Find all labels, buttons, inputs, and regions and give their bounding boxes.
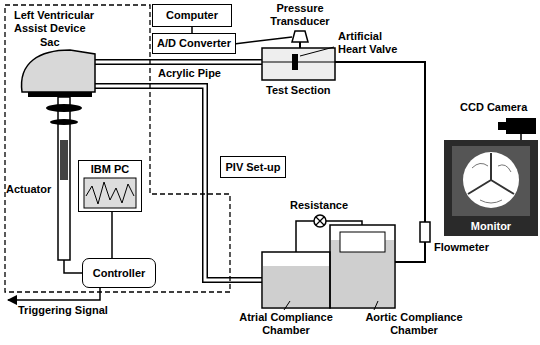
monitor-screen-area: [452, 146, 530, 216]
trigger-arrow: [8, 288, 100, 300]
box-label: IBM PC: [91, 163, 130, 176]
pc-screen: [84, 178, 136, 208]
part-label: CCD Camera: [460, 101, 527, 114]
computer-box: Computer: [152, 4, 232, 27]
piv-box: PIV Set-up: [220, 156, 286, 178]
part-label: Aortic Compliance Chamber: [358, 311, 470, 337]
actuator-disc: [50, 119, 78, 125]
actuator-disc: [46, 104, 82, 112]
signal-label: Triggering Signal: [18, 304, 108, 317]
part-label: Atrial Compliance Chamber: [236, 311, 336, 337]
valve-image: [463, 152, 519, 208]
box-label: Monitor: [471, 220, 511, 233]
dashed-outline-path: [5, 5, 230, 292]
part-label: Resistance: [290, 199, 348, 212]
transducer-stem: [299, 42, 301, 48]
resistance-line: [326, 221, 362, 225]
ccd-camera: [506, 118, 536, 134]
camera-lens: [498, 122, 506, 130]
flow-lines: [472, 163, 511, 203]
pressure-transducer: [292, 31, 308, 42]
test-section-box: [262, 48, 335, 80]
aortic-chamber: [330, 225, 395, 308]
part-label: Test Section: [266, 84, 331, 97]
valve-leaflets: [468, 153, 514, 194]
part-label: Flowmeter: [434, 241, 489, 254]
flowmeter-symbol: [420, 222, 430, 242]
sac-shape: [22, 50, 95, 92]
atrial-chamber: [262, 252, 330, 308]
box-label: Controller: [93, 267, 146, 280]
atrial-fluid: [263, 266, 329, 307]
connector-line: [111, 212, 113, 258]
pc-waveform: [86, 182, 134, 204]
actuator-rod: [60, 140, 68, 180]
monitor-housing: [444, 140, 538, 236]
test-section-axis: [262, 62, 335, 63]
box-label: PIV Set-up: [225, 161, 280, 174]
part-label: Artificial Heart Valve: [338, 30, 410, 56]
atrial-leader: [284, 301, 290, 310]
controller-box: Controller: [82, 258, 156, 288]
heart-valve: [292, 54, 298, 70]
camera-cable: [520, 134, 522, 140]
monitor-box: Monitor: [444, 140, 538, 236]
region-heading: Left Ventricular Assist Device: [14, 9, 114, 35]
pc-box: IBM PC: [78, 160, 142, 212]
box-label: Computer: [166, 9, 218, 22]
valve-leader: [300, 47, 334, 56]
transducer-cable: [234, 37, 292, 44]
outflow-tube: [95, 59, 262, 65]
actuator-cable: [64, 260, 82, 273]
part-label: Acrylic Pipe: [158, 67, 221, 80]
return-line: [335, 62, 425, 262]
converter-box: A/D Converter: [152, 33, 236, 54]
part-label: Actuator: [6, 183, 51, 196]
resistor-cross: [316, 217, 324, 225]
resistance-line: [296, 221, 314, 252]
aortic-inner-box: [340, 232, 385, 252]
resistor-symbol: [314, 215, 326, 227]
part-label: Sac: [40, 36, 60, 49]
aortic-leader: [374, 301, 378, 310]
outflow-tube-bore: [95, 61, 262, 64]
box-label: A/D Converter: [157, 37, 231, 50]
part-label: Pressure Transducer: [264, 2, 336, 28]
